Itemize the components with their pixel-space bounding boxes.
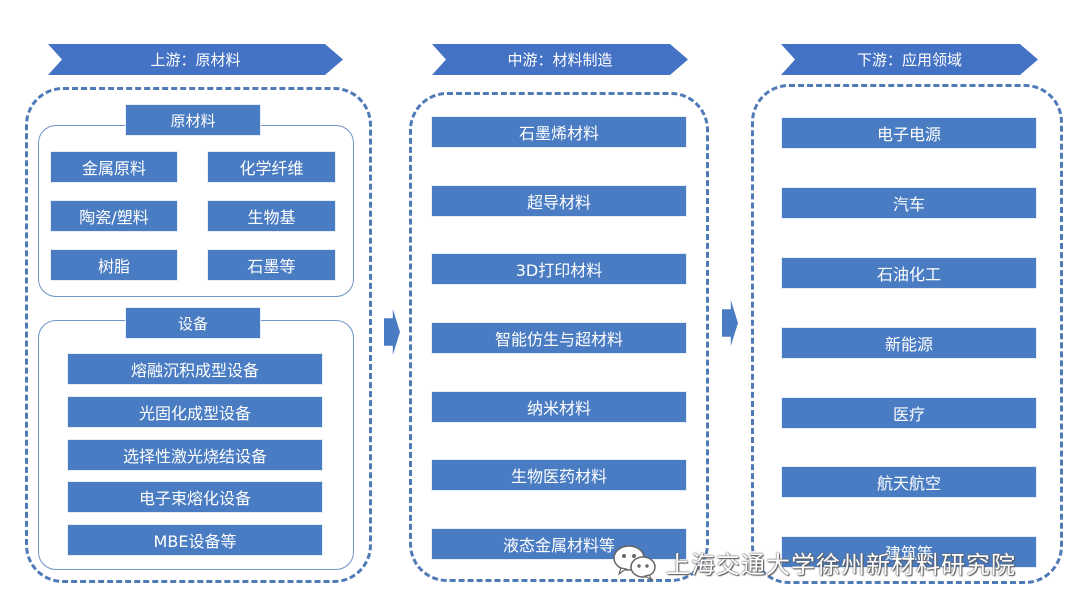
material-item: 生物基: [207, 200, 336, 232]
midstream-item-label: 生物医药材料: [510, 467, 607, 486]
downstream-item-label: 电子电源: [876, 125, 941, 144]
midstream-item-label: 液态金属材料等: [502, 536, 615, 555]
material-item: 金属原料: [50, 151, 178, 183]
midstream-item: 智能仿生与超材料: [431, 322, 687, 354]
midstream-item-label: 3D打印材料: [515, 261, 603, 280]
equipment-item-label: 光固化成型设备: [138, 404, 251, 423]
material-item: 陶瓷/塑料: [50, 200, 178, 232]
equipment-title: 设备: [125, 307, 261, 339]
downstream-item: 新能源: [781, 327, 1037, 359]
material-item: 树脂: [50, 249, 178, 281]
material-item: 化学纤维: [207, 151, 336, 183]
downstream-header-label: 下游：应用领域: [856, 51, 962, 69]
equipment-item: 光固化成型设备: [67, 396, 323, 428]
equipment-title-text: 设备: [177, 314, 208, 333]
flow-arrow-icon: [722, 300, 738, 346]
midstream-item-label: 纳米材料: [526, 399, 591, 418]
downstream-item-label: 建筑等: [884, 544, 933, 563]
downstream-item: 航天航空: [781, 466, 1037, 498]
downstream-header: 下游：应用领域: [781, 44, 1038, 75]
downstream-item-label: 汽车: [892, 195, 925, 214]
equipment-item-label: MBE设备等: [153, 532, 237, 551]
downstream-panel: [751, 84, 1063, 584]
midstream-header-label: 中游：材料制造: [507, 51, 613, 69]
midstream-item-label: 石墨烯材料: [518, 124, 599, 143]
watermark-text: 上海交通大学徐州新材料研究院: [666, 550, 1016, 579]
downstream-item: 电子电源: [781, 117, 1037, 149]
midstream-item: 液态金属材料等: [431, 528, 687, 560]
wechat-icon: [612, 542, 658, 582]
equipment-item-label: 电子束熔化设备: [138, 489, 251, 508]
midstream-item: 纳米材料: [431, 391, 687, 423]
midstream-panel: [409, 92, 709, 582]
midstream-item: 生物医药材料: [431, 459, 687, 491]
upstream-header-label: 上游：原材料: [150, 51, 241, 69]
downstream-item: 石油化工: [781, 257, 1037, 289]
midstream-item: 3D打印材料: [431, 253, 687, 285]
midstream-header: 中游：材料制造: [432, 44, 688, 75]
midstream-item: 石墨烯材料: [431, 116, 687, 148]
flow-arrow-icon: [384, 309, 400, 355]
downstream-item-label: 新能源: [884, 335, 933, 354]
equipment-item: 熔融沉积成型设备: [67, 353, 323, 385]
watermark: 上海交通大学徐州新材料研究院: [612, 540, 1016, 584]
material-item-label: 陶瓷/塑料: [79, 208, 149, 227]
materials-title-text: 原材料: [170, 111, 216, 130]
material-item-label: 石墨等: [247, 257, 296, 276]
material-item-label: 树脂: [97, 257, 130, 276]
downstream-item: 建筑等: [781, 536, 1037, 568]
downstream-item-label: 石油化工: [876, 265, 941, 284]
upstream-panel: [25, 87, 372, 583]
downstream-item-label: 航天航空: [876, 474, 941, 493]
material-item-label: 生物基: [247, 208, 296, 227]
downstream-item: 医疗: [781, 397, 1037, 429]
midstream-item-label: 智能仿生与超材料: [494, 330, 623, 349]
equipment-item: 电子束熔化设备: [67, 481, 323, 513]
material-item-label: 化学纤维: [239, 159, 304, 178]
material-item: 石墨等: [207, 249, 336, 281]
downstream-item: 汽车: [781, 187, 1037, 219]
midstream-item: 超导材料: [431, 185, 687, 217]
equipment-item-label: 选择性激光烧结设备: [122, 447, 267, 466]
material-item-label: 金属原料: [81, 159, 146, 178]
equipment-item: 选择性激光烧结设备: [67, 439, 323, 471]
materials-title: 原材料: [125, 104, 261, 136]
midstream-item-label: 超导材料: [526, 193, 591, 212]
downstream-item-label: 医疗: [892, 405, 925, 424]
upstream-header: 上游：原材料: [48, 44, 343, 75]
equipment-item: MBE设备等: [67, 524, 323, 556]
equipment-item-label: 熔融沉积成型设备: [130, 361, 259, 380]
